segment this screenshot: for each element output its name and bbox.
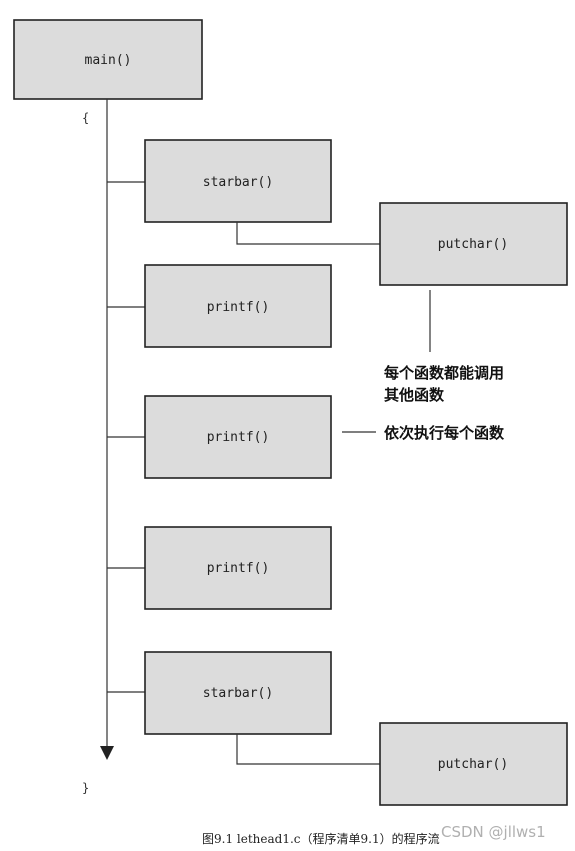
call-label-printf: printf() <box>207 430 270 445</box>
annotation-each-can-call: 每个函数都能调用 <box>384 364 504 382</box>
annotation-sequential: 依次执行每个函数 <box>384 424 505 442</box>
subcall-connector <box>236 734 380 765</box>
call-label-starbar: starbar() <box>203 686 273 701</box>
close-brace: } <box>82 781 89 795</box>
call-box-printf <box>144 526 332 610</box>
subcall-box-putchar <box>379 202 568 286</box>
subcall-label-putchar: putchar() <box>438 237 508 252</box>
call-box-printf <box>144 395 332 479</box>
call-label-printf: printf() <box>207 300 270 315</box>
flow-arrow-head <box>100 746 114 760</box>
call-box-printf <box>144 264 332 348</box>
subcall-label-putchar: putchar() <box>438 757 508 772</box>
call-label-printf: printf() <box>207 561 270 576</box>
main-function-box <box>13 19 203 100</box>
subcall-connector <box>236 222 380 245</box>
csdn-watermark: CSDN @jllws1 <box>441 823 546 841</box>
call-label-starbar: starbar() <box>203 175 273 190</box>
open-brace: { <box>82 111 89 125</box>
subcall-box-putchar <box>379 722 568 806</box>
main-function-label: main() <box>85 53 132 68</box>
call-box-starbar <box>144 139 332 223</box>
annotation-each-can-call: 其他函数 <box>384 386 445 404</box>
call-box-starbar <box>144 651 332 735</box>
figure-caption: 图9.1 lethead1.c（程序清单9.1）的程序流 <box>202 831 440 846</box>
